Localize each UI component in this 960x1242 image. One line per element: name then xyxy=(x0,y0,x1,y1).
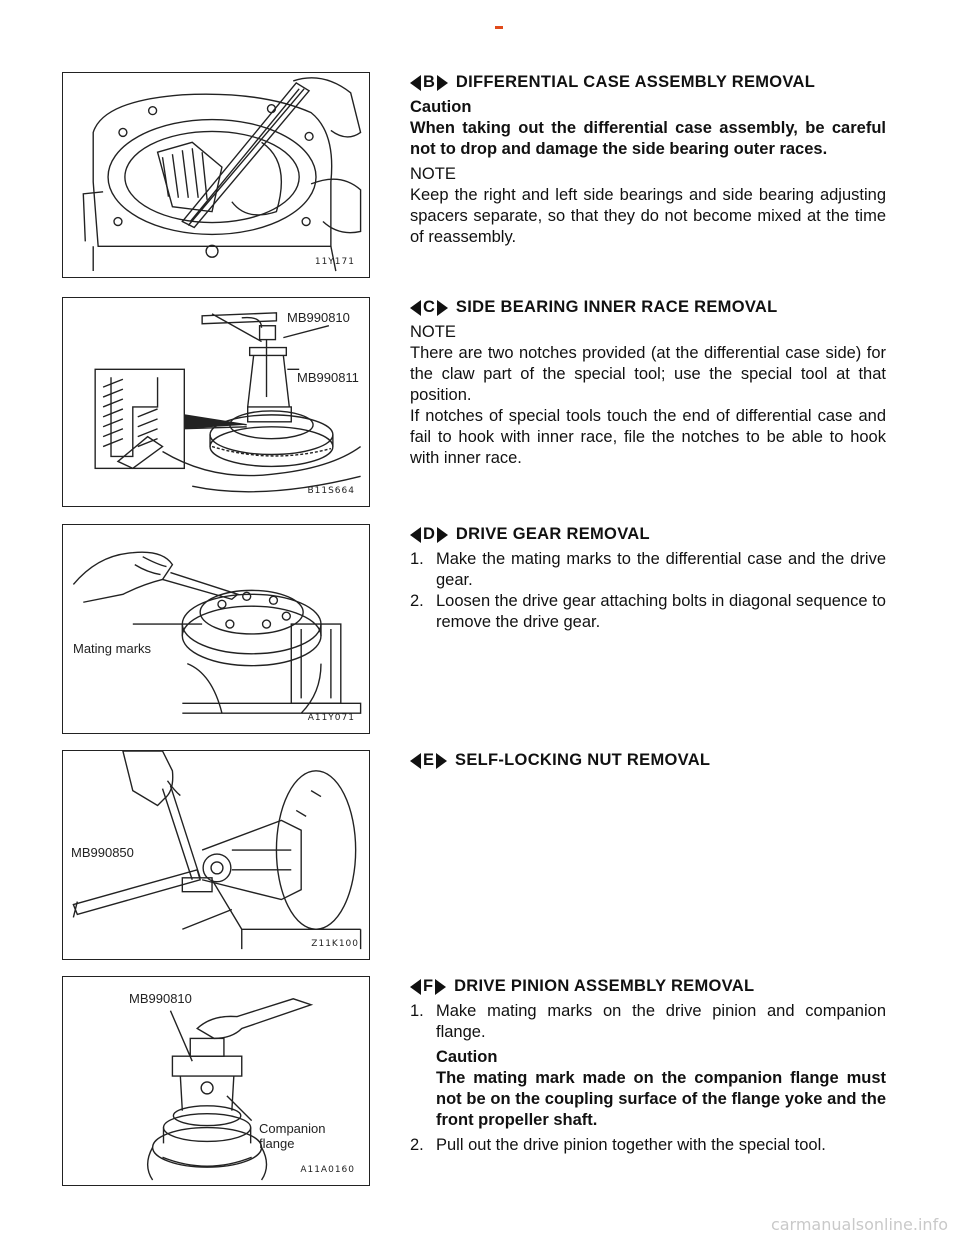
step-1: 1. Make the mating marks to the differen… xyxy=(410,550,886,589)
figure-drive-gear-removal: Mating marks A11Y071 xyxy=(62,524,370,734)
triangle-right-icon xyxy=(436,74,448,91)
section-d: D DRIVE GEAR REMOVAL 1. Make the mating … xyxy=(410,524,886,633)
note-label: NOTE xyxy=(410,165,456,183)
section-heading: D DRIVE GEAR REMOVAL xyxy=(410,524,886,545)
note-text: Keep the right and left side bearings an… xyxy=(410,186,886,246)
companion-flange-label-line1: Companion xyxy=(259,1121,326,1136)
section-letter: F xyxy=(423,977,434,995)
figure-code: A11Y071 xyxy=(307,713,355,723)
section-heading: F DRIVE PINION ASSEMBLY REMOVAL xyxy=(410,976,886,997)
side-bearing-puller-illustration xyxy=(94,312,362,493)
section-f: F DRIVE PINION ASSEMBLY REMOVAL 1. Make … xyxy=(410,976,886,1156)
tool-label-mb990850: MB990850 xyxy=(71,845,134,860)
section-title: DIFFERENTIAL CASE ASSEMBLY REMOVAL xyxy=(455,73,816,91)
triangle-left-icon xyxy=(410,74,421,91)
section-e: E SELF-LOCKING NUT REMOVAL xyxy=(410,750,886,775)
tool-label-mb990810: MB990810 xyxy=(287,310,350,325)
section-title: SELF-LOCKING NUT REMOVAL xyxy=(455,751,711,769)
step-1: 1. Make mating marks on the drive pinion… xyxy=(410,1002,886,1041)
self-locking-nut-illustration xyxy=(72,751,362,950)
caution-text: When taking out the differential case as… xyxy=(410,119,886,158)
triangle-left-icon xyxy=(410,752,421,769)
section-heading: C SIDE BEARING INNER RACE REMOVAL xyxy=(410,297,886,318)
tool-label-mb990810: MB990810 xyxy=(129,991,192,1006)
drive-pinion-illustration xyxy=(146,998,314,1181)
caution-label: Caution xyxy=(410,98,472,116)
note-text-2: If notches of special tools touch the en… xyxy=(410,407,886,467)
triangle-right-icon xyxy=(435,978,447,995)
companion-flange-label-line2: flange xyxy=(259,1136,295,1151)
step-2: 2. Loosen the drive gear attaching bolts… xyxy=(410,592,886,631)
triangle-left-icon xyxy=(410,299,421,316)
section-letter: B xyxy=(423,73,435,91)
figure-drive-pinion-removal: MB990810 Companion flange A11A0160 xyxy=(62,976,370,1186)
note-label: NOTE xyxy=(410,323,456,341)
caution-label: Caution xyxy=(436,1048,498,1066)
page-marker xyxy=(495,26,503,29)
triangle-right-icon xyxy=(436,299,448,316)
section-letter: D xyxy=(423,525,435,543)
differential-case-illustration xyxy=(82,77,362,272)
section-title: DRIVE PINION ASSEMBLY REMOVAL xyxy=(454,977,755,995)
triangle-left-icon xyxy=(410,526,421,543)
section-heading: B DIFFERENTIAL CASE ASSEMBLY REMOVAL xyxy=(410,72,886,93)
triangle-right-icon xyxy=(436,752,448,769)
caution-text: The mating mark made on the companion fl… xyxy=(436,1069,886,1129)
figure-code: Z11K100 xyxy=(311,939,359,949)
figure-side-bearing-removal: MB990810 MB990811 B11S664 xyxy=(62,297,370,507)
figure-code: 11Y171 xyxy=(314,257,355,267)
step-2: 2. Pull out the drive pinion together wi… xyxy=(410,1136,826,1154)
figure-self-locking-nut-removal: MB990850 Z11K100 xyxy=(62,750,370,960)
triangle-left-icon xyxy=(410,978,421,995)
section-title: DRIVE GEAR REMOVAL xyxy=(455,525,650,543)
section-c: C SIDE BEARING INNER RACE REMOVAL NOTE T… xyxy=(410,297,886,469)
watermark: carmanualsonline.info xyxy=(770,1215,948,1234)
figure-code: B11S664 xyxy=(307,486,355,496)
figure-code: A11A0160 xyxy=(300,1165,355,1175)
section-letter: E xyxy=(423,751,435,769)
section-b: B DIFFERENTIAL CASE ASSEMBLY REMOVAL Cau… xyxy=(410,72,886,248)
section-heading: E SELF-LOCKING NUT REMOVAL xyxy=(410,750,886,771)
mating-marks-label: Mating marks xyxy=(73,641,152,656)
section-title: SIDE BEARING INNER RACE REMOVAL xyxy=(455,298,778,316)
triangle-right-icon xyxy=(436,526,448,543)
section-letter: C xyxy=(423,298,435,316)
tool-label-mb990811: MB990811 xyxy=(297,370,359,385)
figure-differential-case-removal: 11Y171 xyxy=(62,72,370,278)
drive-gear-illustration xyxy=(72,551,362,714)
note-text: There are two notches provided (at the d… xyxy=(410,344,886,404)
